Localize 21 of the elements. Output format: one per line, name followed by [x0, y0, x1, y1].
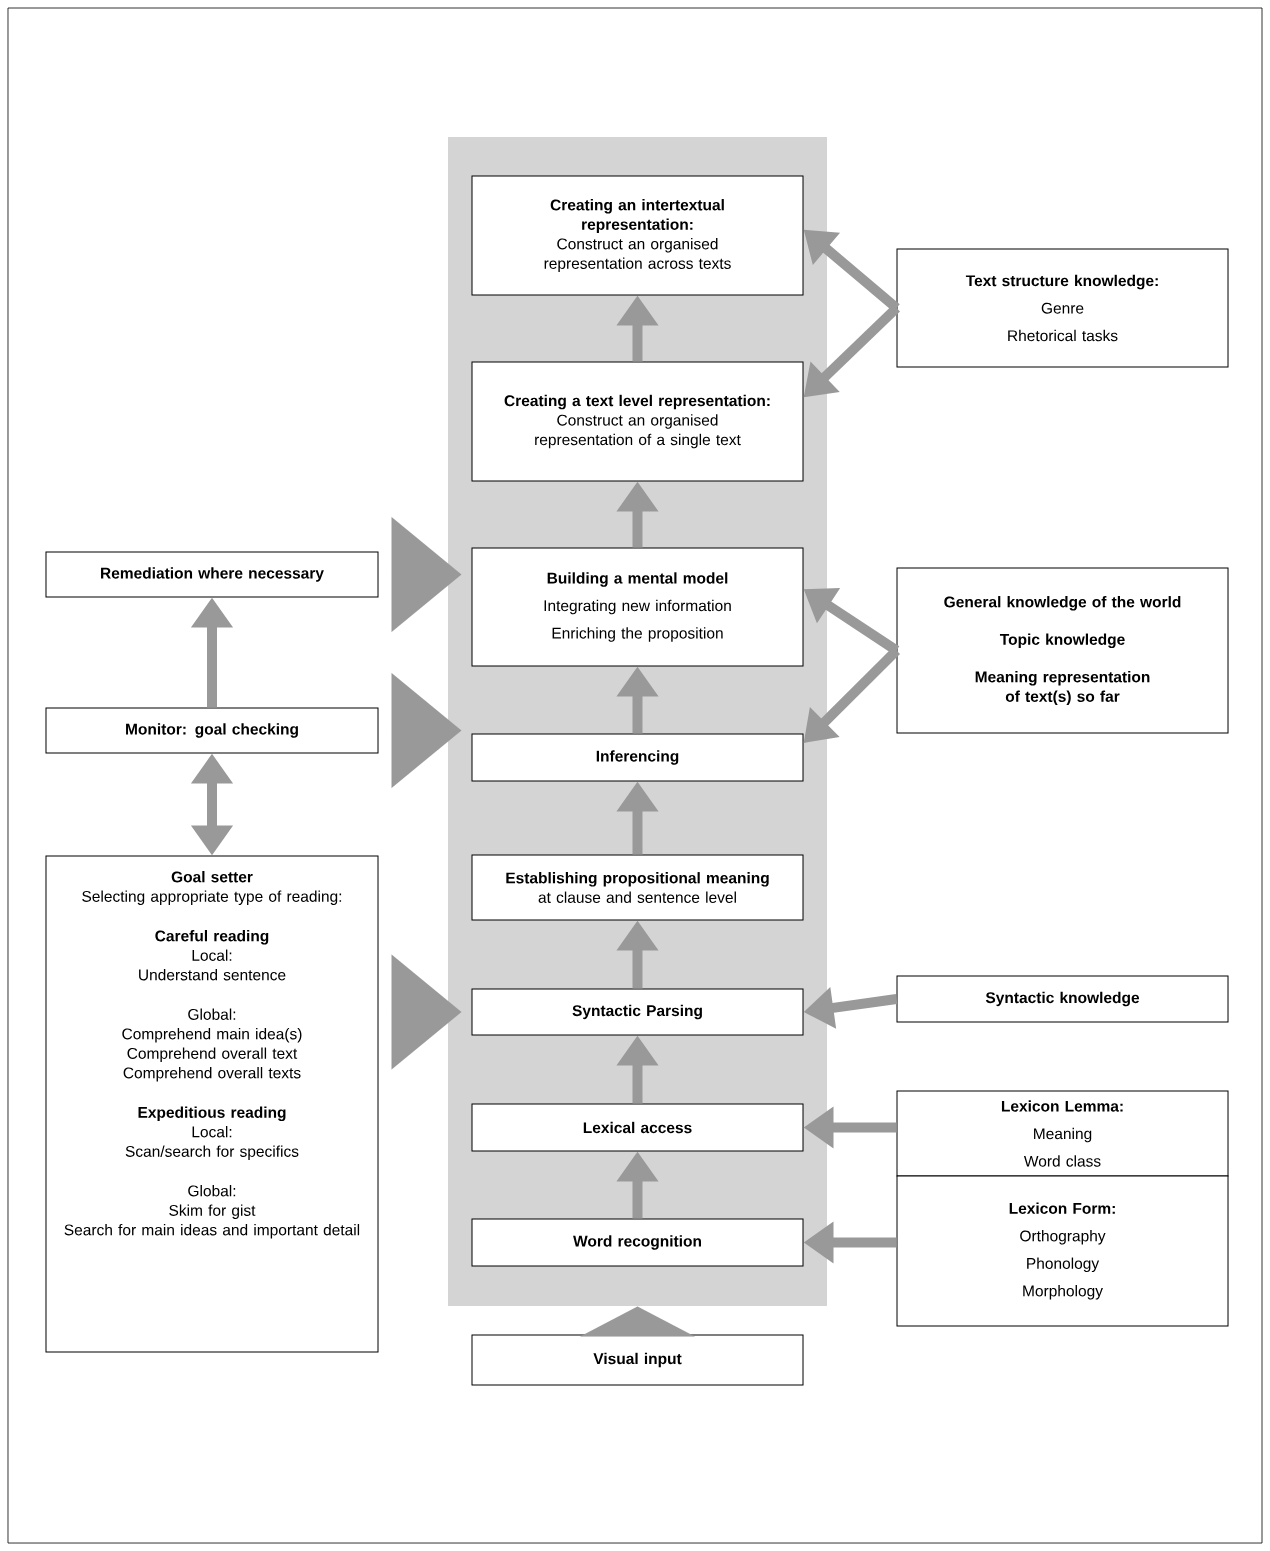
process-box: Building a mental model Integrating new information Enriching the proposition	[471, 547, 804, 667]
process-box: Lexical access	[471, 1103, 804, 1152]
process-box: Establishing propositional meaning at clause and sentence level	[471, 854, 804, 921]
process-box: Syntactic knowledge	[896, 975, 1229, 1023]
process-box: Remediation where necessary	[45, 551, 379, 598]
arrow	[580, 1306, 695, 1337]
process-box: Text structure knowledge: Genre Rhetorical tasks	[896, 248, 1229, 368]
process-box: Visual input	[471, 1334, 804, 1386]
process-box: Creating an intertextual representation: Construct an organised representation across texts	[471, 175, 804, 296]
process-box: Lexicon Form: Orthography Phonology Morphology	[896, 1175, 1229, 1327]
process-box: Monitor: goal checking	[45, 707, 379, 754]
process-box: Creating a text level representation: Construct an organised representation of a single text	[471, 361, 804, 482]
process-box: Syntactic Parsing	[471, 988, 804, 1036]
arrow	[391, 954, 462, 1070]
arrow	[391, 517, 462, 632]
process-box: Goal setter Selecting appropriate type of reading: Careful reading Local: Understand sentence Global: Comprehend main idea(s) Comprehend overall text Comprehend overall texts Expeditious reading Local: Scan/search for specifics Global: Skim for gist Search for main ideas and important detail	[45, 855, 379, 1353]
arrow	[391, 673, 462, 788]
process-box: General knowledge of the world Topic knowledge Meaning representation of text(s) so far	[896, 567, 1229, 734]
process-box: Word recognition	[471, 1218, 804, 1267]
process-box: Lexicon Lemma: Meaning Word class	[896, 1090, 1229, 1177]
process-box: Inferencing	[471, 733, 804, 782]
